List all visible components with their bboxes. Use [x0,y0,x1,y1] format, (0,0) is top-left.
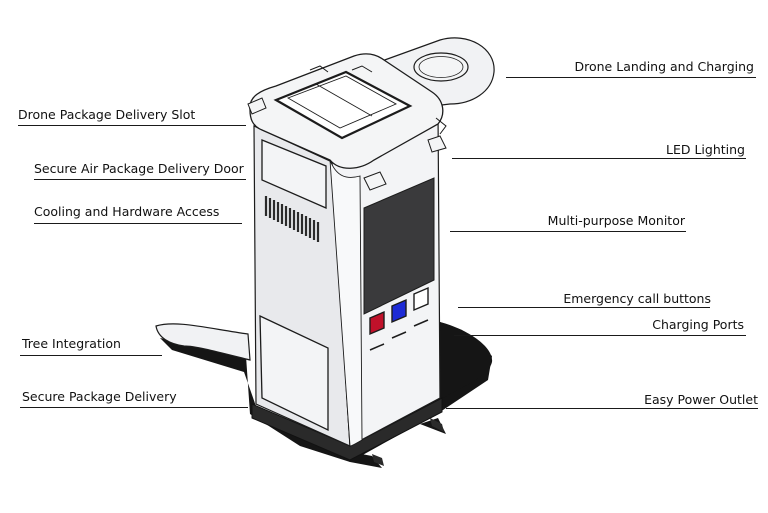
tree-branch [155,323,251,361]
label-secure-delivery: Secure Package Delivery [22,389,177,404]
label-air-door: Secure Air Package Delivery Door [34,161,244,176]
leader-line [450,231,686,232]
leader-line [454,335,746,336]
emergency-button-white [413,286,429,312]
led-light [363,171,387,191]
label-charging: Charging Ports [652,317,744,332]
leader-line [34,223,242,224]
leader-line [18,125,246,126]
leader-line [34,179,246,180]
air-delivery-door [261,139,327,209]
label-tree: Tree Integration [22,336,121,351]
label-cooling: Cooling and Hardware Access [34,204,220,219]
cooling-vents [264,196,320,242]
label-monitor: Multi-purpose Monitor [547,213,685,228]
label-led: LED Lighting [666,142,745,157]
label-emergency: Emergency call buttons [563,291,711,306]
label-drone-landing: Drone Landing and Charging [574,59,755,74]
leader-line [452,158,746,159]
led-light [247,97,267,115]
leader-line [506,77,756,78]
leader-line [20,355,162,356]
label-power: Easy Power Outlet [644,392,758,407]
charging-pad [413,52,469,82]
emergency-button-blue [391,298,407,324]
package-delivery-door [259,314,329,432]
led-light [427,135,447,153]
leader-line [458,307,710,308]
charging-ports [369,319,429,351]
leader-line [446,408,758,409]
multi-purpose-monitor [363,177,435,315]
delivery-slot [273,70,413,140]
label-drone-slot: Drone Package Delivery Slot [18,107,196,122]
emergency-button-red [369,310,385,336]
leader-line [20,407,248,408]
